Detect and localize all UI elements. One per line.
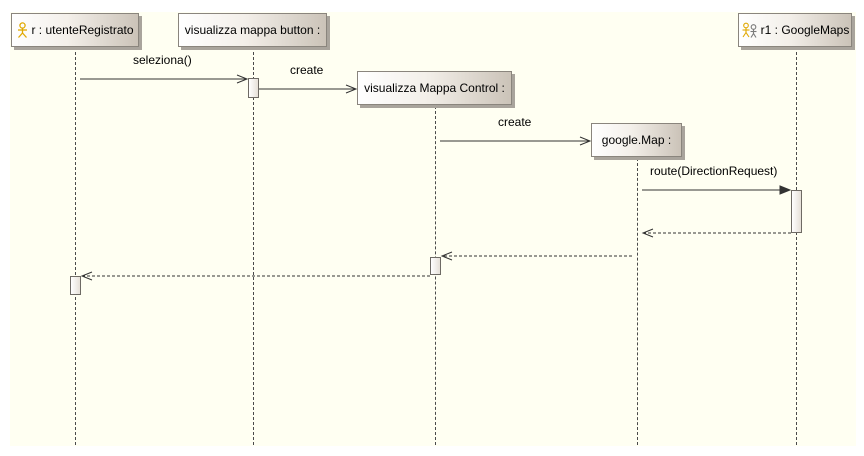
return-gmaps-arrow bbox=[641, 228, 791, 238]
participant-label: r1 : GoogleMaps bbox=[760, 23, 850, 37]
message-create-map-arrow bbox=[440, 136, 592, 146]
actor-icon bbox=[16, 22, 29, 38]
message-route-arrow bbox=[642, 185, 792, 195]
message-create-control-arrow bbox=[259, 84, 358, 94]
participant-user[interactable]: r : utenteRegistrato bbox=[11, 13, 139, 47]
activation-gmaps bbox=[791, 190, 802, 233]
activation-button bbox=[248, 78, 259, 98]
lifeline-button bbox=[253, 47, 254, 445]
participant-button[interactable]: visualizza mappa button : bbox=[178, 13, 327, 47]
participant-control[interactable]: visualizza Mappa Control : bbox=[357, 71, 512, 105]
activation-control bbox=[430, 257, 441, 275]
message-create-control-label: create bbox=[290, 63, 324, 77]
message-create-map-label: create bbox=[498, 115, 532, 129]
participant-label: google.Map : bbox=[601, 133, 672, 147]
participant-gmaps[interactable]: r1 : GoogleMaps bbox=[738, 13, 852, 47]
lifeline-user bbox=[75, 47, 76, 445]
participant-label: visualizza mappa button : bbox=[184, 23, 321, 37]
return-map-arrow bbox=[440, 251, 632, 261]
message-seleziona-label: seleziona() bbox=[133, 53, 192, 67]
participant-map[interactable]: google.Map : bbox=[591, 123, 682, 157]
lifeline-control bbox=[435, 106, 436, 445]
return-control-arrow bbox=[80, 271, 430, 281]
participant-label: r : utenteRegistrato bbox=[31, 23, 134, 37]
message-seleziona-arrow bbox=[80, 74, 249, 84]
lifeline-gmaps bbox=[796, 47, 797, 445]
activation-user bbox=[70, 276, 81, 295]
participant-label: visualizza Mappa Control : bbox=[364, 81, 505, 95]
lifeline-map bbox=[637, 158, 638, 445]
double-actor-icon bbox=[741, 22, 759, 38]
message-route-label: route(DirectionRequest) bbox=[650, 164, 778, 178]
